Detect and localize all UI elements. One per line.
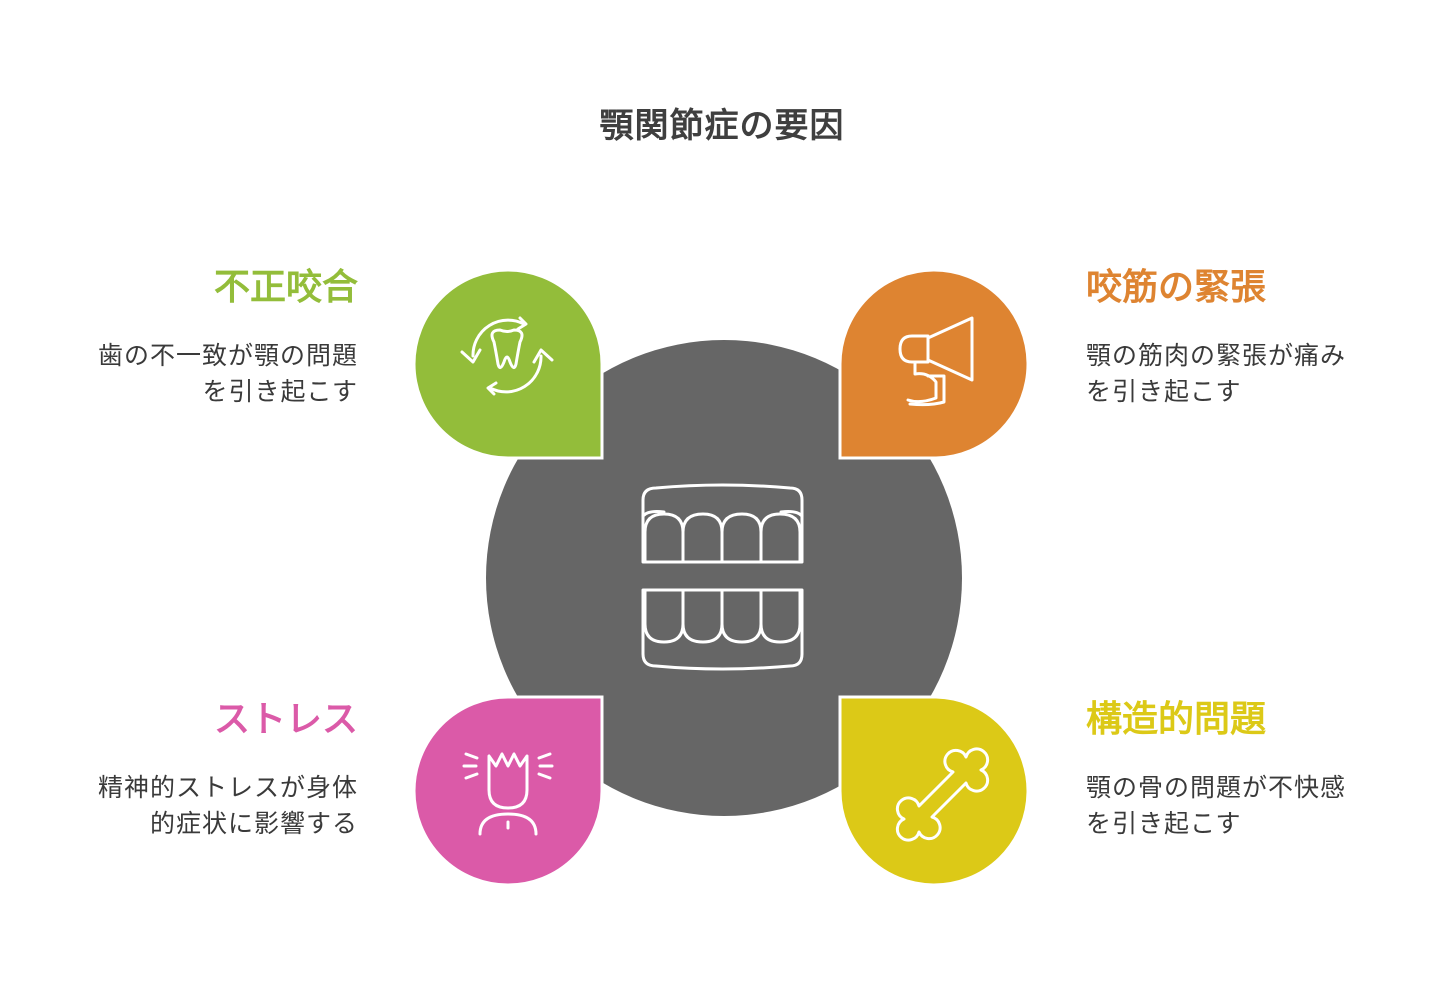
bone-icon (895, 747, 990, 842)
factor-desc-stress: 精神的ストレスが身体 的症状に影響する (97, 773, 358, 838)
factor-label-stress: ストレス (213, 699, 358, 740)
factor-desc-masseter: 顎の筋肉の緊張が痛み を引き起こす (1086, 341, 1347, 406)
megaphone-icon (898, 316, 974, 407)
factor-shape-malocclusion (412, 268, 604, 460)
factor-shape-stress (412, 695, 604, 887)
factor-desc-structural: 顎の骨の問題が不快感 を引き起こす (1086, 773, 1347, 838)
factor-label-structural: 構造的問題 (1086, 699, 1267, 740)
factor-desc-malocclusion: 歯の不一致が顎の問題 を引き起こす (97, 341, 358, 406)
stressed-person-icon (462, 752, 554, 836)
teeth-icon (641, 483, 804, 671)
factor-shape-masseter (838, 268, 1030, 460)
factor-label-masseter: 咬筋の緊張 (1086, 267, 1267, 308)
diagram-title: 顎関節症の要因 (599, 106, 845, 146)
factor-shape-structural (838, 695, 1030, 887)
factor-label-malocclusion: 不正咬合 (213, 267, 358, 308)
tooth-rotate-icon (460, 316, 554, 396)
